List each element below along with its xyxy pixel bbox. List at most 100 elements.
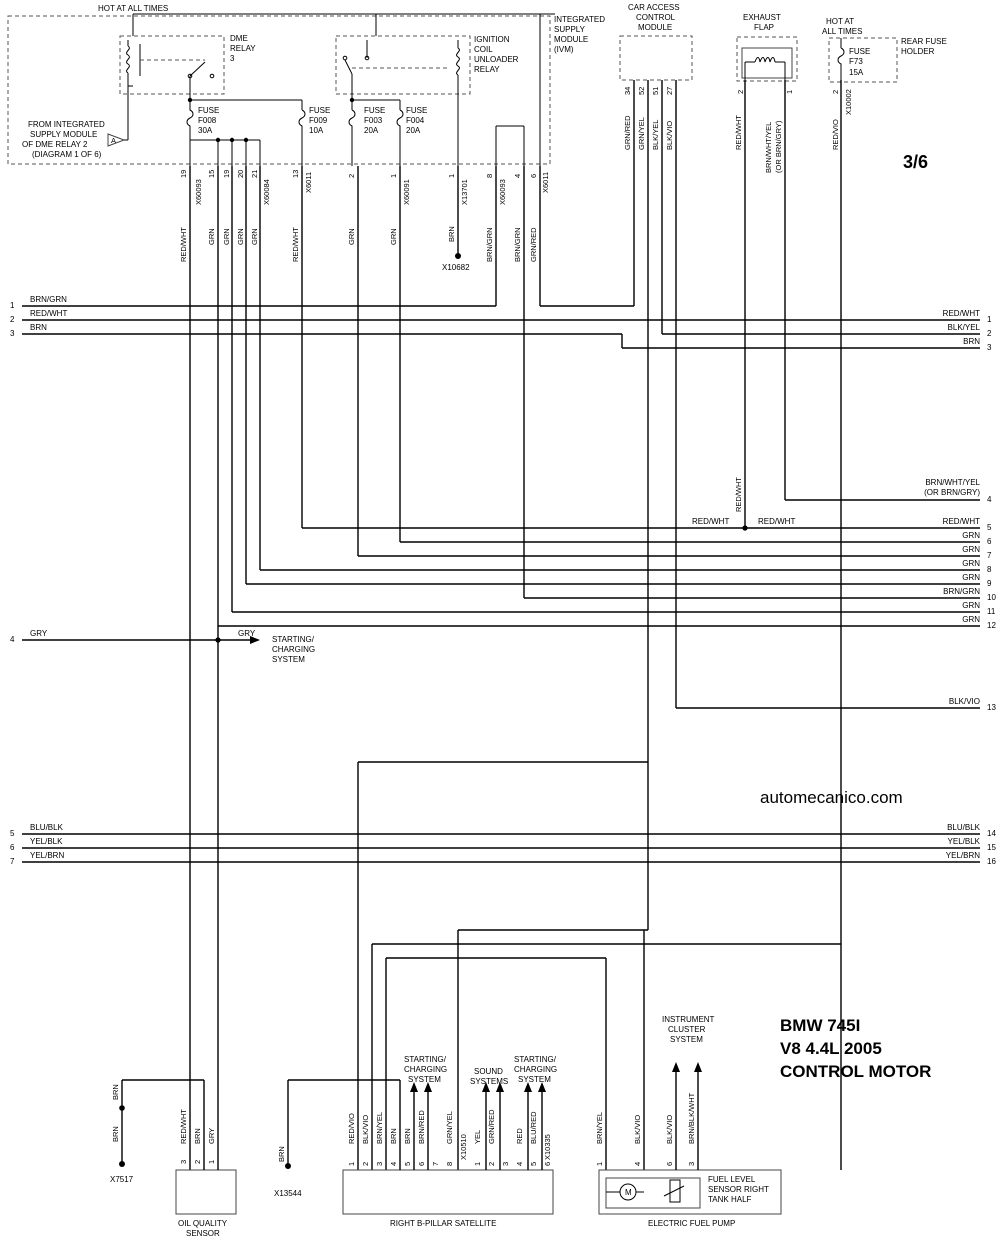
starting-charging-2: CHARGING [272,645,315,654]
diagram-label: RED/WHT [291,227,300,262]
diagram-label: GRY [207,1128,216,1144]
diagram-label: 4 [10,635,15,644]
diagram-label: BLK/YEL [948,323,981,332]
diagram-label: RED/VIO [347,1113,356,1144]
diagram-label: 1 [207,1160,216,1164]
diagram-label: F009 [309,116,328,125]
diagram-label: BLU/RED [529,1111,538,1144]
red-wht-right-label: RED/WHT [758,517,795,526]
right-b-pillar-satellite: RIGHT B-PILLAR SATELLITE X13544 BRN STAR… [274,1055,557,1228]
diagram-label: 27 [665,87,674,95]
diagram-label: 3 [501,1162,510,1166]
diagram-label: 4 [389,1162,398,1166]
oil-quality-sensor: X7517 BRN BRN 3 2 1 RED/WHT BRN GRY OIL … [110,1079,237,1238]
diagram-label: BRN [111,1084,120,1100]
diagram-label: 8 [987,565,992,574]
diagram-label: CLUSTER [668,1025,706,1034]
diagram-label: BLU/BLK [947,823,981,832]
diagram-label: GRN/RED [487,1109,496,1144]
diagram-label: 2 [10,315,15,324]
ism-label-2: SUPPLY [554,25,586,34]
diagram-label: STARTING/ [514,1055,557,1064]
diagram-label: STARTING/ [404,1055,447,1064]
ism-label-3: MODULE [554,35,588,44]
ign-relay-label-4: RELAY [474,65,500,74]
diagram-label: F73 [849,57,863,66]
diagram-label: FUSE [406,106,427,115]
diagram-label: GRN/YEL [637,117,646,150]
diagram-label: RED/WHT [943,517,980,526]
diagram-label: 51 [651,87,660,95]
diagram-label: 10A [309,126,324,135]
diagram-label: 5 [529,1162,538,1166]
diagram-label: BLK/VIO [665,121,674,150]
diagram-label: 2 [831,90,840,94]
diagram-label: 7 [987,551,992,560]
diagram-label: 1 [785,90,794,94]
diagram-label: 5 [10,829,15,838]
diagram-label: 13 [987,703,996,712]
diagram-label: RED/WHT [943,309,980,318]
diagram-label: 20A [406,126,421,135]
diagram-label: 6 [529,174,538,178]
diagram-label: 1 [10,301,15,310]
diagram-label: 5 [403,1162,412,1166]
diagram-label: GRN [962,531,980,540]
ground-x10682-dot [455,253,461,259]
diagram-label: OIL QUALITY [178,1219,228,1228]
diagram-label: SENSOR [186,1229,220,1238]
lower-routing [357,761,841,1170]
diagram-label: FUSE [198,106,219,115]
diagram-label: 4 [513,174,522,178]
diagram-label: X10510 [459,1134,468,1160]
diagram-label: GRN [347,228,356,245]
dme-relay-label-1: DME [230,34,248,43]
diagram-label: FLAP [754,23,774,32]
diagram-label: 15A [849,68,864,77]
diagram-label: 12 [987,621,996,630]
diagram-label: 4 [515,1162,524,1166]
diagram-label: 3 [687,1162,696,1166]
diagram-label: 20A [364,126,379,135]
fuse-f008: FUSE F008 30A [186,104,219,140]
diagram-label: X6011 [541,172,550,193]
diagram-label: (OR BRN/GRY) [774,120,783,173]
ism-pin-labels: 19 15 19 20 21 13 2 1 1 8 4 6 X60093 X60… [179,170,550,262]
diagram-label: BLK/VIO [949,697,980,706]
diagram-label: BLK/VIO [665,1115,674,1144]
diagram-label: 3 [987,343,992,352]
diagram-label: X60093 [194,179,203,205]
diagram-label: (OR BRN/GRY) [924,488,980,497]
dme-relay-label-3: 3 [230,54,235,63]
dme-relay: DME RELAY 3 [119,34,256,95]
diagram-label: 4 [633,1162,642,1166]
diagram-label: HOT AT [826,17,854,26]
diagram-label: M [625,1188,632,1197]
diagram-label: 19 [222,170,231,178]
diagram-label: YEL/BRN [30,851,64,860]
diagram-label: 1 [473,1162,482,1166]
diagram-label: BRN/GRN [485,227,494,262]
diagram-label: BLU/BLK [30,823,64,832]
diagram-label: GRN [222,228,231,245]
diagram-label: X10002 [844,89,853,115]
diagram-label: 5 [987,523,992,532]
diagram-label: 8 [485,174,494,178]
diagram-label: 2 [987,329,992,338]
diagram-label: GRN [962,545,980,554]
exhaust-flap: EXHAUST FLAP 2 1 RED/WHT BRN/WHT/YEL (OR… [734,13,798,173]
diagram-label: GRN [236,228,245,245]
integrated-supply-module: HOT AT ALL TIMES INTEGRATED SUPPLY MODUL… [7,4,605,166]
diagram-label: 16 [987,857,996,866]
diagram-label: 1 [347,1162,356,1166]
diagram-label: SYSTEMS [470,1077,508,1086]
diagram-label: 2 [347,174,356,178]
ign-relay-label-3: UNLOADER [474,55,519,64]
diagram-label: BRN/GRN [943,587,980,596]
diagram-label: YEL/BRN [946,851,980,860]
diagram-label: BRN/WHT/YEL [764,122,773,173]
diagram-label: 2 [487,1162,496,1166]
diagram-label: BLK/VIO [633,1115,642,1144]
from-ism-line-2: SUPPLY MODULE [30,130,97,139]
diagram-label: 6 [543,1162,552,1166]
